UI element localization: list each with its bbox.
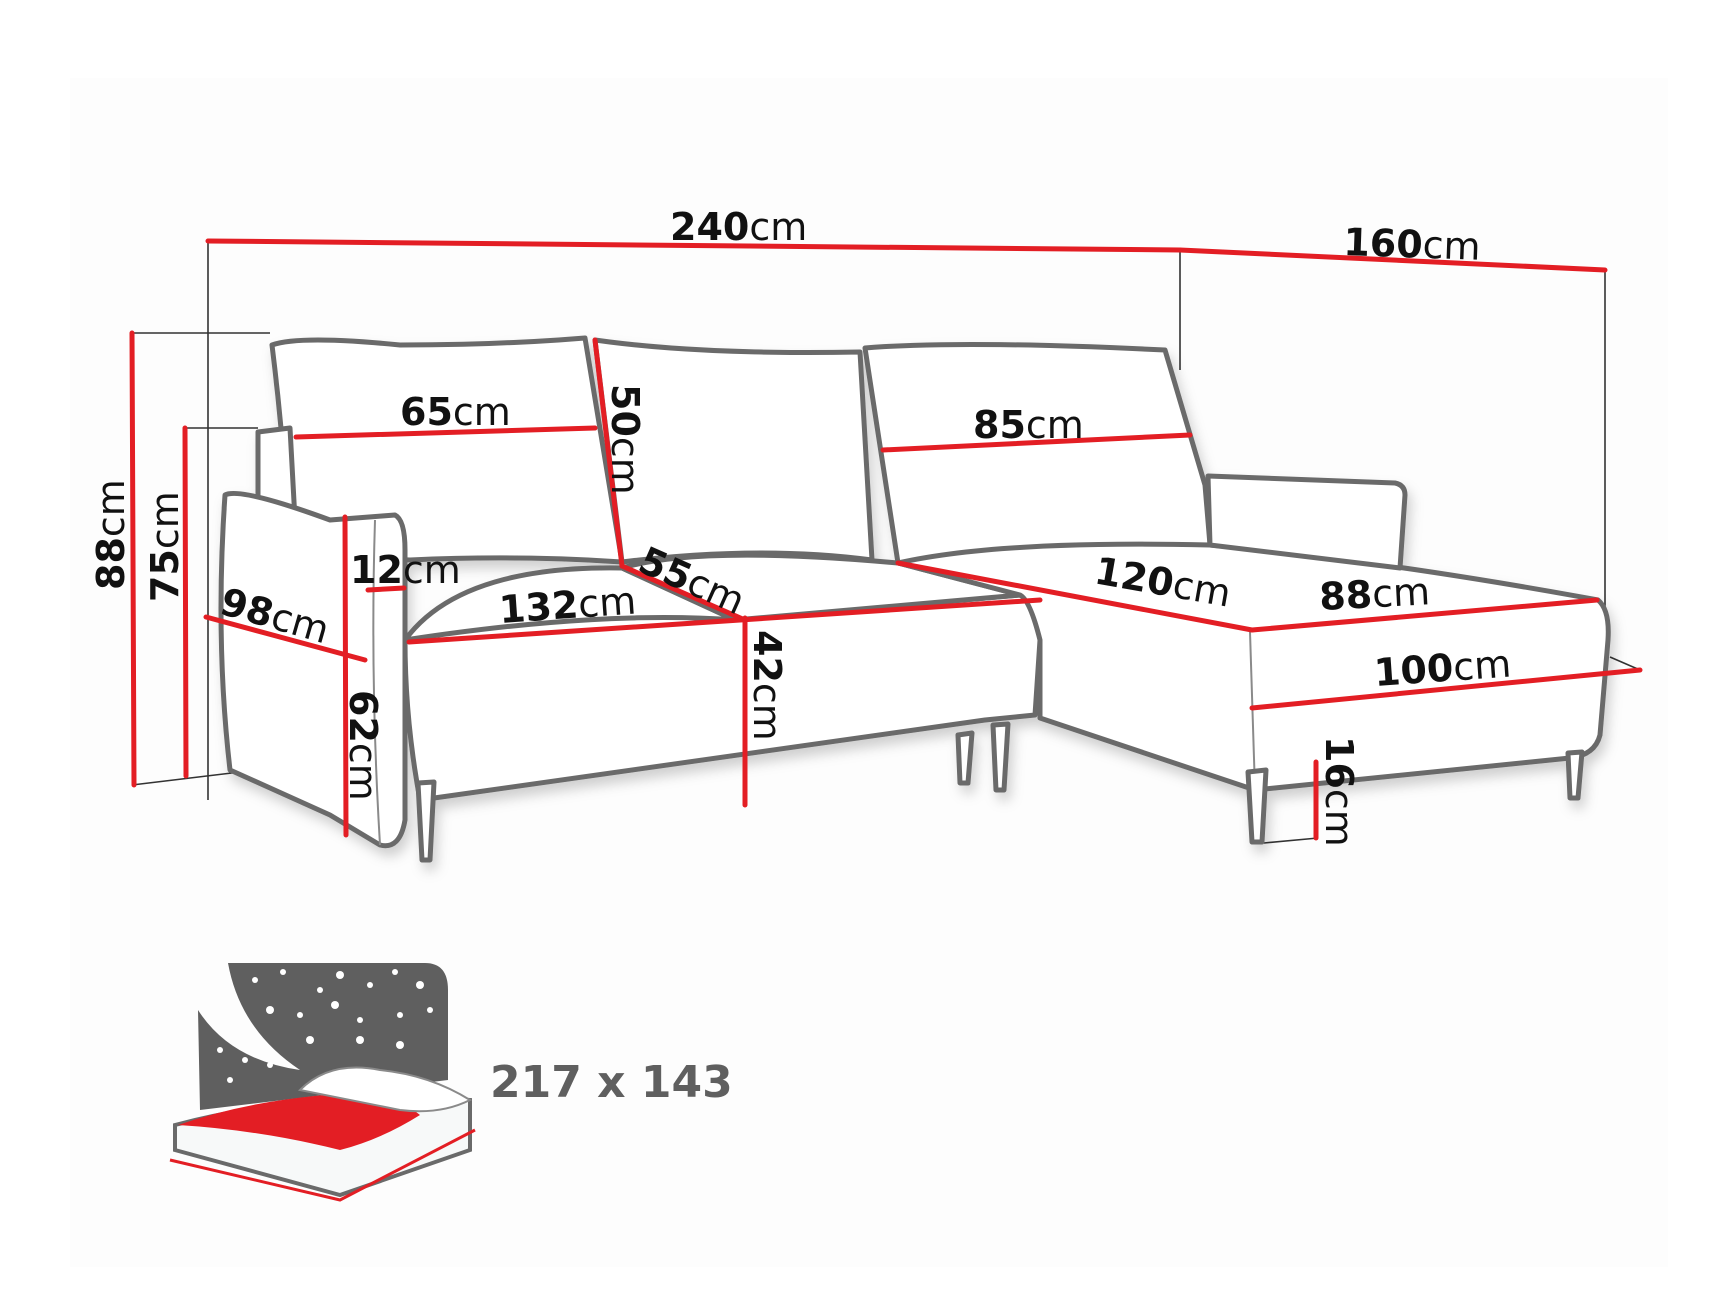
label-back-cushion-right-width: 85cm (973, 403, 1084, 447)
label-seat-height: 42cm (745, 630, 789, 741)
label-armrest-width: 12cm (350, 548, 461, 592)
label-seat-width: 132cm (498, 579, 638, 632)
label-back-cushion-height: 50cm (603, 384, 647, 495)
label-chaise-width: 100cm (1373, 642, 1513, 695)
label-chaise-depth: 160cm (1343, 220, 1482, 269)
bed-with-stars-icon: 217 x 143 (169, 963, 733, 1202)
dimension-lines (129, 238, 1643, 841)
sofa-illustration (218, 335, 1611, 863)
sleeping-area-label: 217 x 143 (490, 1057, 733, 1108)
extension-lines (131, 240, 1641, 844)
label-leg-height: 16cm (1317, 736, 1361, 847)
label-back-cushion-left-width: 65cm (400, 390, 511, 434)
label-total-height: 88cm (89, 479, 133, 590)
label-armrest-side-height: 62cm (341, 690, 385, 801)
label-armrest-height: 75cm (143, 491, 187, 602)
label-total-width: 240cm (670, 205, 807, 249)
label-chaise-seat-width: 88cm (1318, 569, 1431, 619)
